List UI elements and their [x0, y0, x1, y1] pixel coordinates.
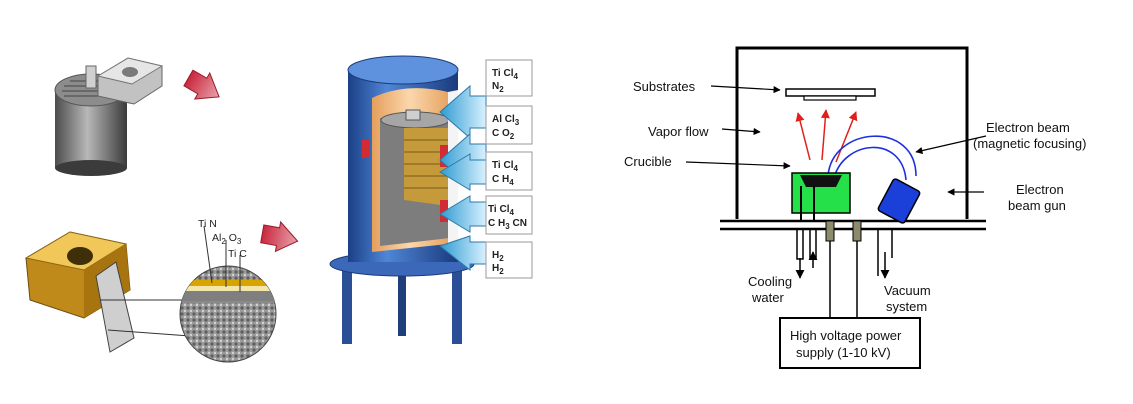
gas-alcl3: Al Cl3: [492, 114, 520, 127]
label-power-1: High voltage power: [790, 328, 902, 343]
label-vacuum: Vacuum: [884, 283, 931, 298]
label-power-2: supply (1-10 kV): [796, 345, 891, 360]
vacuum-pump-port: [877, 229, 893, 279]
gas-co2: C O2: [492, 128, 515, 141]
crucible: [791, 172, 851, 221]
layer-label-tin: Ti N: [198, 218, 217, 230]
red-arrow-lower: [260, 220, 299, 253]
layer-label-al2o3: Al2 O3: [212, 232, 242, 246]
label-substrates: Substrates: [633, 79, 696, 94]
gas-ch4: C H4: [492, 174, 514, 187]
gas-h2-1: H2: [492, 250, 504, 263]
red-arrow-upper: [183, 69, 220, 100]
label-magnetic-focusing: (magnetic focusing): [973, 136, 1086, 151]
electron-beam-path: [827, 135, 917, 181]
feedthroughs: [825, 220, 862, 318]
cooling-water-pipes: [795, 228, 818, 279]
gas-ticl4-1: Ti Cl4: [492, 68, 518, 81]
coating-layer-cross-section: [179, 225, 277, 363]
gas-n2: N2: [492, 81, 504, 94]
tool-holder-illustration: [54, 57, 164, 176]
label-leader-lines: [685, 85, 987, 196]
label-electron-gun-1: Electron: [1016, 182, 1064, 197]
label-electron-gun-2: beam gun: [1008, 198, 1066, 213]
cvd-reactor: [329, 55, 475, 344]
vapor-flow-arrows: [795, 109, 858, 163]
label-vapor-flow: Vapor flow: [648, 124, 709, 139]
label-water: water: [751, 290, 784, 305]
vacuum-chamber: [720, 46, 986, 231]
substrate-holder: [785, 88, 876, 101]
label-cooling: Cooling: [748, 274, 792, 289]
gas-inlet-arrows: [438, 59, 533, 279]
label-crucible: Crucible: [624, 154, 672, 169]
electron-gun: [877, 178, 921, 224]
gas-ticl4-3: Ti Cl4: [488, 204, 514, 217]
label-system: system: [886, 299, 927, 314]
label-electron-beam: Electron beam: [986, 120, 1070, 135]
layer-label-tic: Ti C: [228, 248, 247, 260]
gas-h2-2: H2: [492, 263, 504, 276]
gas-ticl4-2: Ti Cl4: [492, 160, 518, 173]
power-supply-box: [779, 317, 921, 369]
coated-insert-illustration: [24, 231, 191, 353]
gas-ch3cn: C H3 CN: [488, 218, 527, 231]
